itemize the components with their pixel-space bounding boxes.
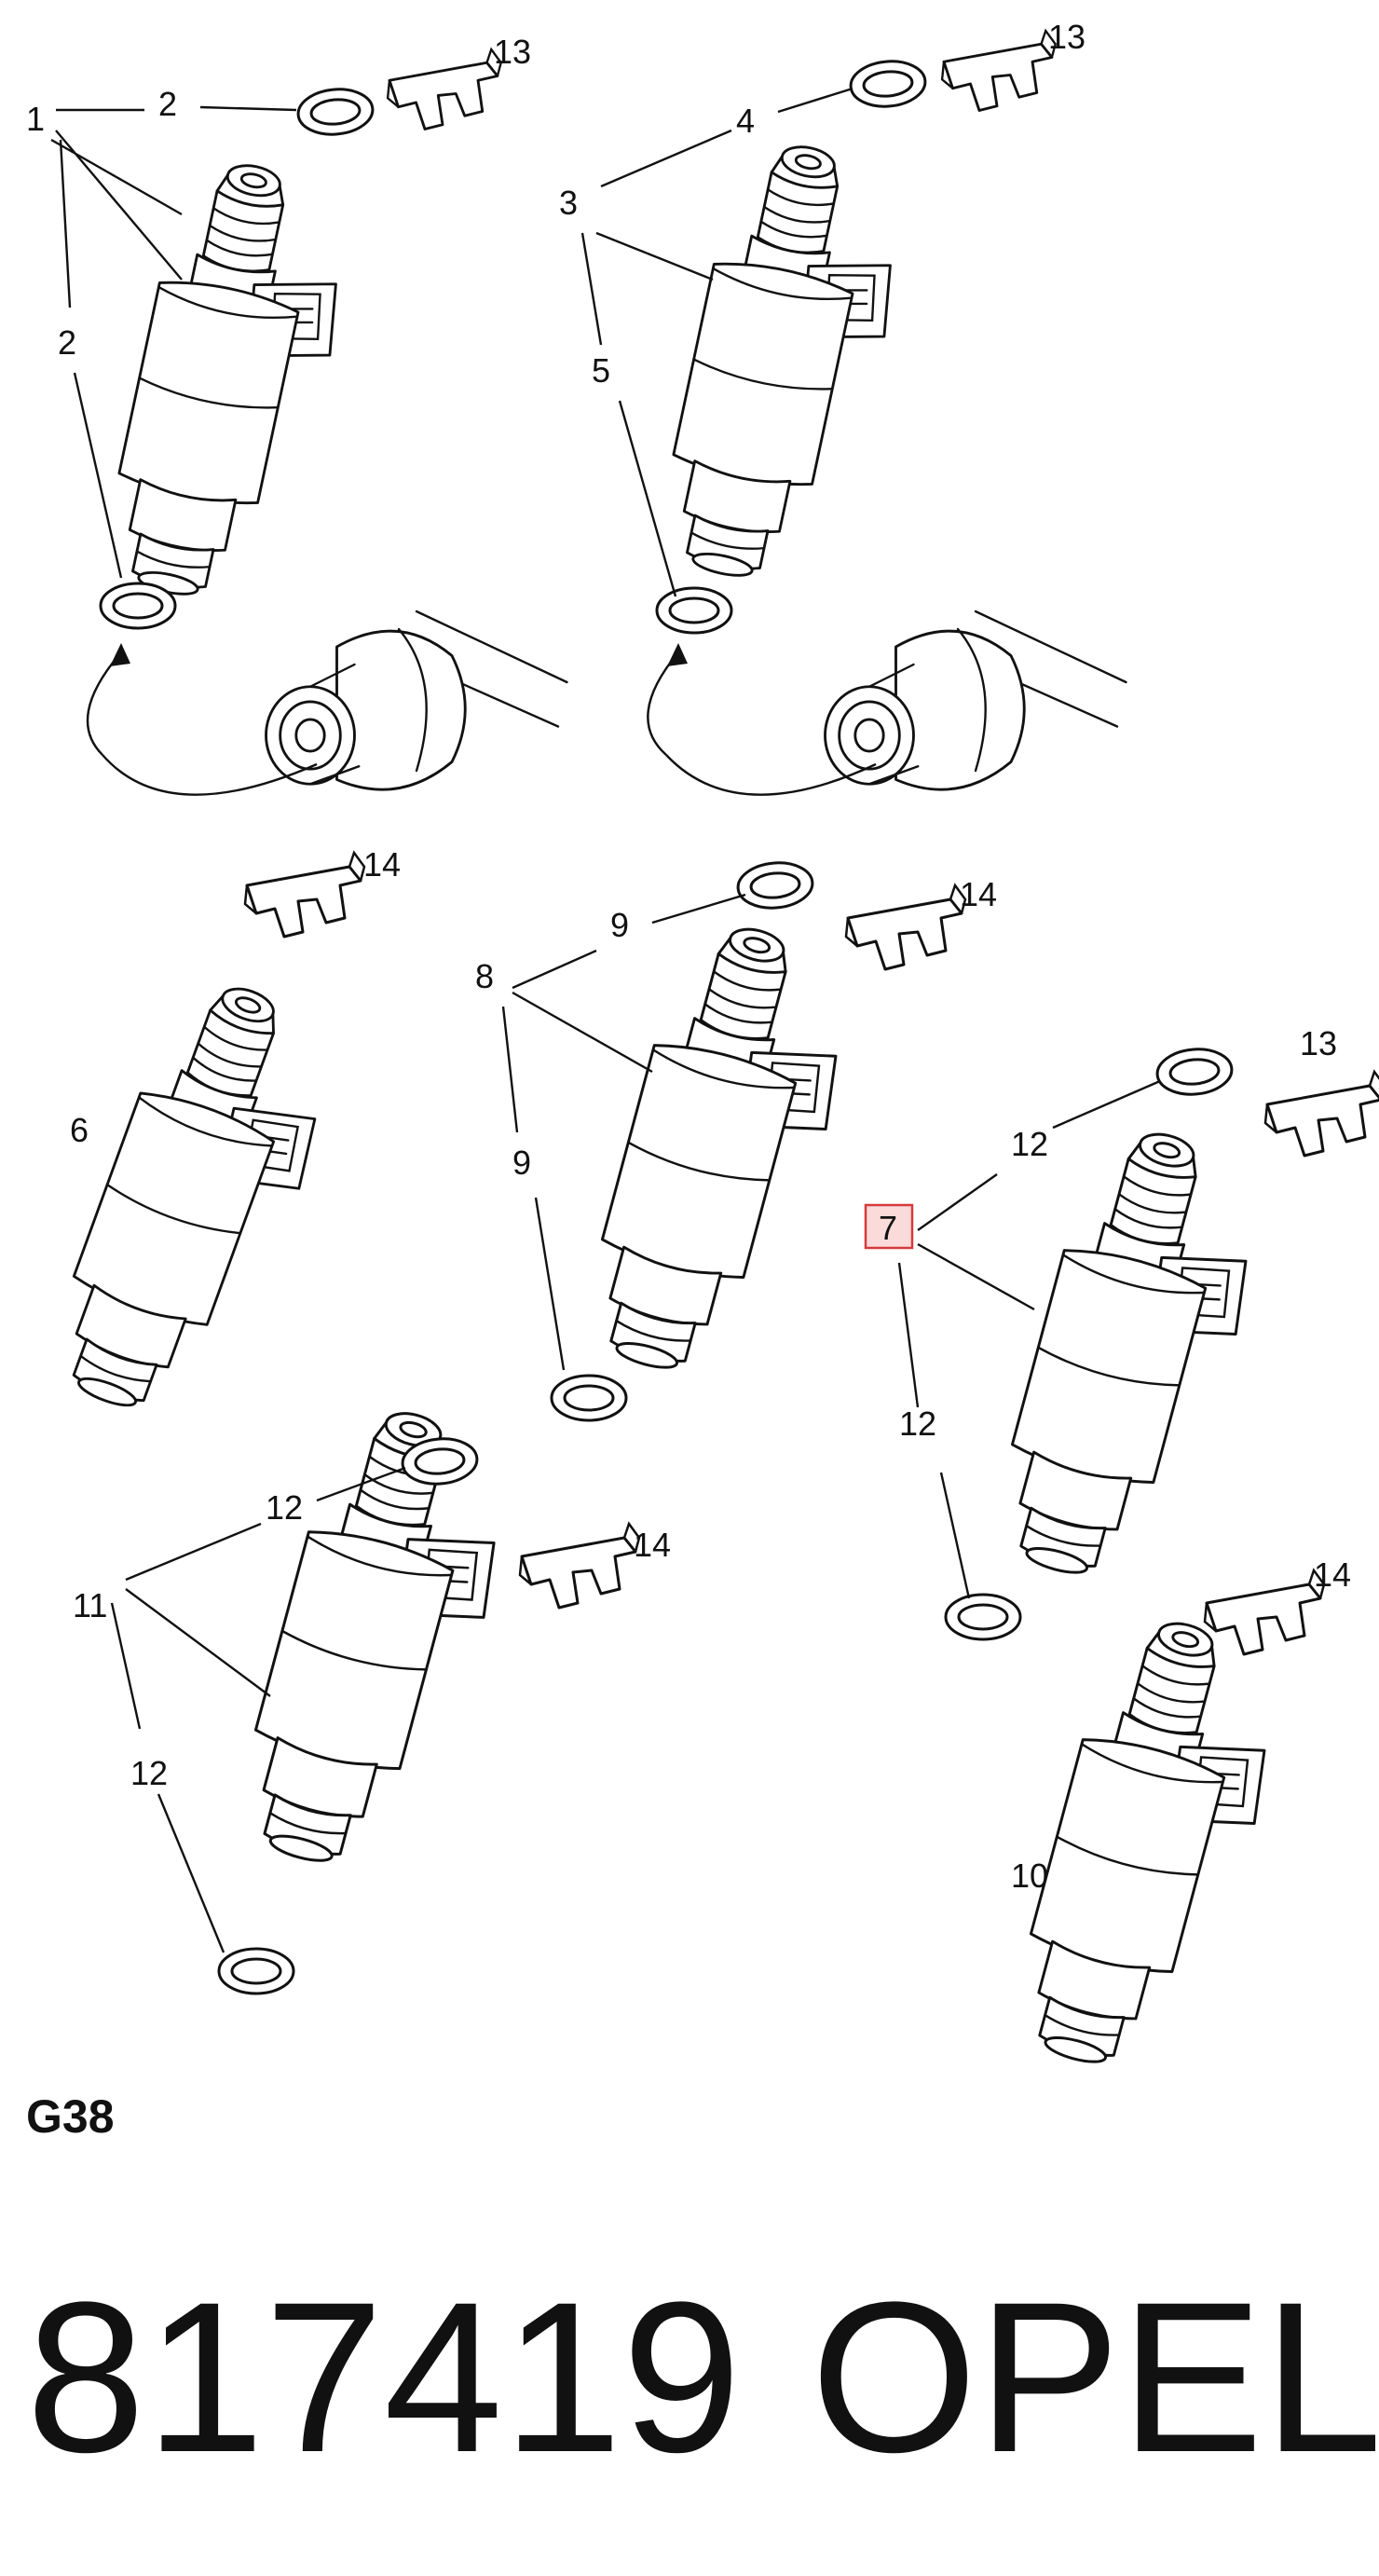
installed-view-1 bbox=[265, 610, 568, 791]
callout-8[interactable]: 8 bbox=[475, 957, 494, 995]
callout-12-d[interactable]: 12 bbox=[130, 1754, 168, 1792]
oring-upper-8 bbox=[734, 858, 816, 912]
callout-1[interactable]: 1 bbox=[26, 100, 45, 138]
oring-lower-11 bbox=[217, 1947, 295, 1995]
injector-assembly-11 bbox=[110, 1394, 641, 1995]
oring-upper-2 bbox=[847, 57, 929, 111]
callout-5[interactable]: 5 bbox=[592, 351, 610, 390]
callout-3[interactable]: 3 bbox=[559, 184, 578, 222]
oring-upper-7 bbox=[1154, 1045, 1236, 1099]
installation-arrow-1 bbox=[86, 651, 122, 756]
oring-lower-7 bbox=[944, 1593, 1022, 1641]
callout-14-d[interactable]: 14 bbox=[1314, 1555, 1351, 1594]
oring-lower-2 bbox=[655, 586, 733, 635]
callout-labels: 1 2 2 13 3 4 5 13 14 6 8 9 9 14 13 12 7 … bbox=[26, 18, 1351, 1895]
section-code: G38 bbox=[26, 2090, 115, 2143]
arrow-head-icon bbox=[110, 643, 130, 666]
retaining-clip-14b bbox=[844, 884, 967, 971]
installed-view-2 bbox=[824, 610, 1127, 791]
part-number: 817419 bbox=[26, 2257, 742, 2497]
callout-6[interactable]: 6 bbox=[70, 1111, 89, 1149]
callout-2-lower[interactable]: 2 bbox=[58, 323, 76, 362]
oring-upper-1 bbox=[294, 85, 376, 139]
injector-assembly-7 bbox=[897, 1045, 1379, 1641]
injector-assembly-10 bbox=[1001, 1569, 1326, 2090]
callout-13-c[interactable]: 13 bbox=[1300, 1024, 1337, 1062]
callout-14-a[interactable]: 14 bbox=[363, 845, 401, 884]
retaining-clip-13c bbox=[1263, 1070, 1379, 1158]
callout-12-b[interactable]: 12 bbox=[899, 1404, 936, 1443]
oring-lower-8 bbox=[550, 1374, 628, 1422]
retaining-clip-14d bbox=[1203, 1569, 1326, 1656]
callout-13-a[interactable]: 13 bbox=[494, 33, 531, 71]
callout-13-b[interactable]: 13 bbox=[1048, 18, 1085, 56]
callout-14-c[interactable]: 14 bbox=[634, 1526, 671, 1564]
callout-9-lower[interactable]: 9 bbox=[512, 1144, 531, 1182]
injector-2 bbox=[649, 131, 922, 598]
injector-assembly-8 bbox=[501, 858, 967, 1422]
callout-12-c[interactable]: 12 bbox=[266, 1488, 303, 1527]
callout-10[interactable]: 10 bbox=[1011, 1857, 1048, 1895]
callout-14-b[interactable]: 14 bbox=[960, 875, 997, 913]
injector-assembly-1 bbox=[50, 48, 568, 796]
injector-11 bbox=[225, 1394, 531, 1889]
injector-assembly-2 bbox=[580, 29, 1127, 796]
brand-name: OPEL bbox=[811, 2257, 1379, 2497]
retaining-clip-13b bbox=[940, 29, 1058, 112]
callout-4[interactable]: 4 bbox=[736, 102, 755, 140]
arrow-head-icon bbox=[667, 643, 688, 666]
installation-arrow-2 bbox=[647, 651, 679, 756]
retaining-clip-14a bbox=[243, 851, 366, 939]
highlighted-callout-box[interactable] bbox=[864, 1203, 914, 1250]
callout-2-upper[interactable]: 2 bbox=[158, 85, 177, 123]
callout-9-upper[interactable]: 9 bbox=[610, 906, 629, 944]
retaining-clip-13a bbox=[386, 48, 503, 130]
injector-1 bbox=[95, 150, 367, 617]
injector-8 bbox=[572, 911, 873, 1395]
callout-11[interactable]: 11 bbox=[73, 1586, 107, 1624]
callout-7[interactable]: 7 bbox=[879, 1209, 897, 1247]
injector-7 bbox=[982, 1116, 1283, 1600]
retaining-clip-14c bbox=[518, 1522, 641, 1610]
oring-lower-1 bbox=[99, 582, 177, 630]
injector-10 bbox=[1001, 1605, 1302, 2090]
callout-12-a[interactable]: 12 bbox=[1011, 1125, 1048, 1163]
injector-6 bbox=[35, 966, 359, 1440]
